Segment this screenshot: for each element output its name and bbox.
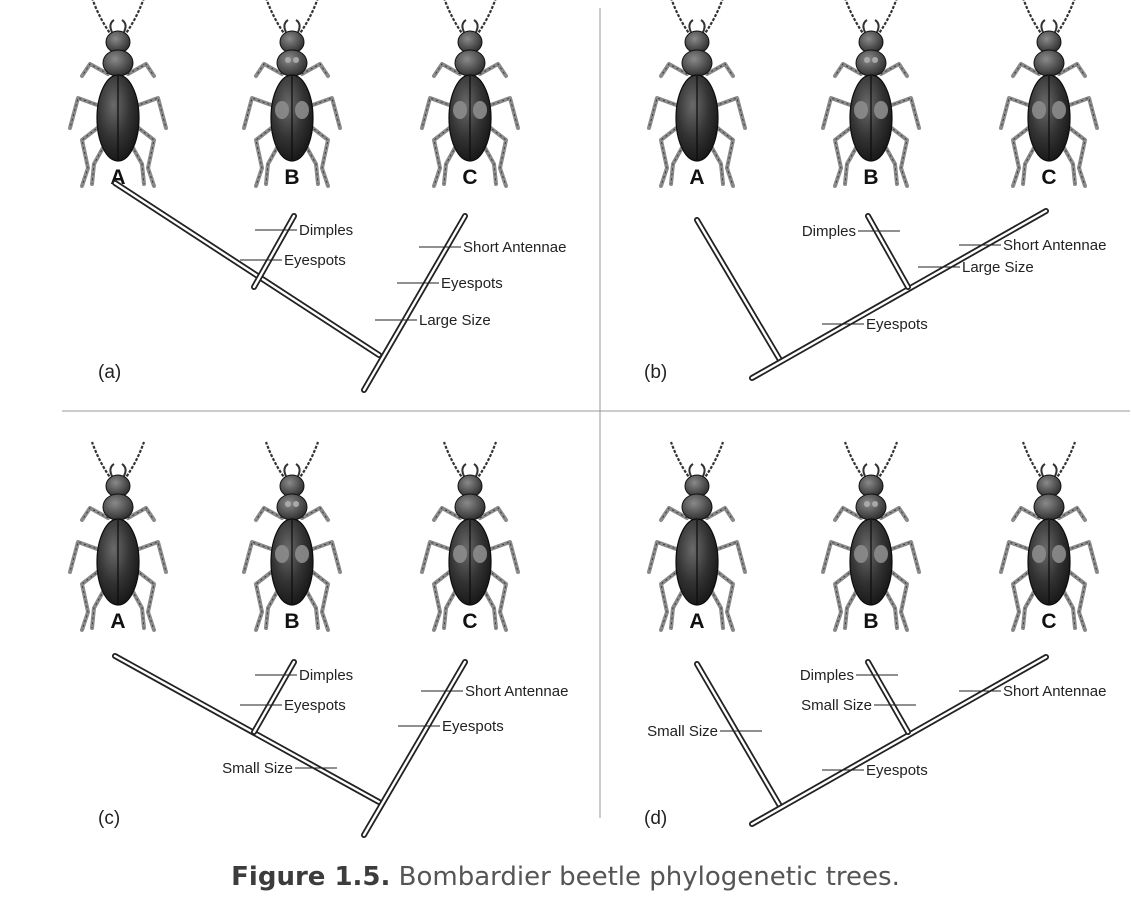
trait-marker: Short Antennae: [959, 683, 1106, 700]
trait-label: Eyespots: [866, 762, 928, 779]
trait-label: Short Antennae: [1003, 683, 1106, 700]
beetle-b: B: [821, 0, 921, 189]
beetle-c: C: [999, 441, 1099, 633]
tree-branch: [361, 213, 468, 393]
beetle-a: A: [68, 0, 168, 189]
trait-label: Eyespots: [442, 718, 504, 735]
trait-label: Dimples: [800, 667, 854, 684]
beetle-c: C: [420, 0, 520, 189]
panel-label: (d): [644, 808, 667, 829]
trait-label: Eyespots: [284, 252, 346, 269]
figure-caption: Figure 1.5. Bombardier beetle phylogenet…: [0, 862, 1131, 892]
trait-label: Short Antennae: [463, 239, 566, 256]
tree-branch: [112, 180, 382, 358]
beetle-letter: B: [863, 610, 878, 633]
beetle-b: B: [242, 441, 342, 633]
trait-marker: Short Antennae: [421, 683, 568, 700]
tree-branch: [749, 208, 1049, 381]
beetle-letter: C: [1041, 166, 1056, 189]
panel-label: (c): [98, 808, 120, 829]
trait-label: Small Size: [222, 760, 293, 777]
beetle-c: C: [420, 441, 520, 633]
panel-label: (b): [644, 362, 667, 383]
trait-marker: Dimples: [800, 667, 898, 684]
beetle-letter: C: [1041, 610, 1056, 633]
tree-branch: [749, 654, 1049, 827]
panel-label: (a): [98, 362, 121, 383]
beetle-letter: B: [284, 166, 299, 189]
trait-label: Small Size: [801, 697, 872, 714]
trait-label: Dimples: [802, 223, 856, 240]
trait-label: Dimples: [299, 667, 353, 684]
beetle-b: B: [821, 441, 921, 633]
trait-label: Eyespots: [284, 697, 346, 714]
trait-label: Short Antennae: [1003, 237, 1106, 254]
trait-marker: Eyespots: [822, 316, 928, 333]
trait-marker: Large Size: [918, 259, 1034, 276]
trait-label: Large Size: [962, 259, 1034, 276]
beetle-letter: C: [462, 166, 477, 189]
beetle-letter: B: [863, 166, 878, 189]
figure-caption-text: Bombardier beetle phylogenetic trees.: [398, 862, 900, 892]
tree-branch: [865, 659, 911, 735]
tree-branch: [361, 659, 468, 838]
beetle-b: B: [242, 0, 342, 189]
trait-marker: Short Antennae: [419, 239, 566, 256]
trait-label: Small Size: [647, 723, 718, 740]
trait-marker: Eyespots: [240, 697, 346, 714]
tree-branch: [251, 213, 297, 290]
trait-marker: Short Antennae: [959, 237, 1106, 254]
beetle-a: A: [647, 0, 747, 189]
beetle-c: C: [999, 0, 1099, 189]
trait-label: Short Antennae: [465, 683, 568, 700]
trait-marker: Large Size: [375, 312, 491, 329]
beetle-letter: B: [284, 610, 299, 633]
trait-marker: Small Size: [647, 723, 762, 740]
tree-branch: [865, 213, 911, 290]
trait-marker: Dimples: [255, 667, 353, 684]
trait-marker: Eyespots: [822, 762, 928, 779]
tree-branch: [112, 653, 382, 805]
trait-marker: Dimples: [255, 222, 353, 239]
beetle-letter: C: [462, 610, 477, 633]
beetle-a: A: [68, 441, 168, 633]
trait-marker: Eyespots: [397, 275, 503, 292]
trait-marker: Eyespots: [398, 718, 504, 735]
trait-marker: Dimples: [802, 223, 900, 240]
trait-label: Eyespots: [866, 316, 928, 333]
trait-marker: Eyespots: [240, 252, 346, 269]
figure-caption-label: Figure 1.5.: [231, 862, 391, 892]
trait-label: Dimples: [299, 222, 353, 239]
tree-branch: [694, 217, 783, 363]
trait-marker: Small Size: [222, 760, 337, 777]
beetle-a: A: [647, 441, 747, 633]
tree-branch: [694, 661, 783, 809]
tree-branch: [251, 659, 297, 735]
beetle-letter: A: [689, 610, 704, 633]
trait-label: Eyespots: [441, 275, 503, 292]
trait-label: Large Size: [419, 312, 491, 329]
trait-marker: Small Size: [801, 697, 916, 714]
beetle-letter: A: [689, 166, 704, 189]
beetle-letter: A: [110, 610, 125, 633]
